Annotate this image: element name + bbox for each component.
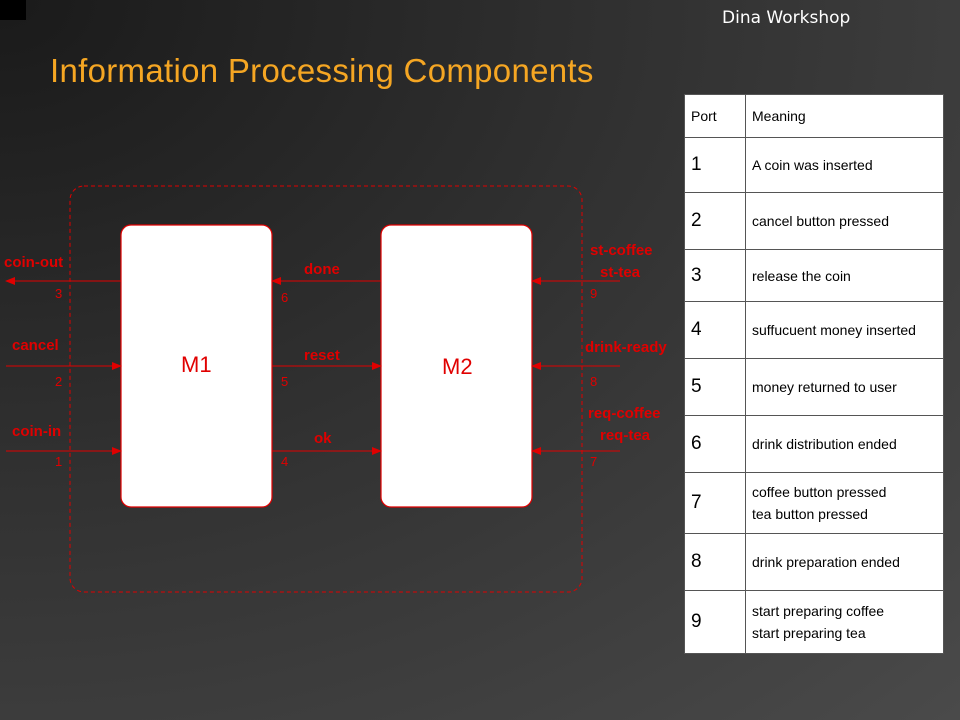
meaning-cell: start preparing coffee start preparing t… (745, 590, 944, 654)
req-coffee-label: req-coffee (588, 405, 661, 422)
done-number: 6 (281, 290, 288, 305)
port-number-cell: 6 (684, 415, 746, 473)
table-row: 5 money returned to user (684, 358, 944, 416)
port-number-cell: 4 (684, 301, 746, 359)
coin-out-label: coin-out (4, 254, 63, 271)
cancel-number: 2 (55, 374, 62, 389)
coin-in-label: coin-in (12, 423, 61, 440)
meaning-cell: release the coin (745, 249, 944, 302)
meaning-cell: drink distribution ended (745, 415, 944, 473)
table-header-row: Port Meaning (684, 94, 944, 138)
meaning-cell: cancel button pressed (745, 192, 944, 250)
system-boundary (69, 185, 583, 593)
meaning-line: tea button pressed (752, 506, 868, 522)
done-label: done (304, 261, 340, 278)
meaning-line: A coin was inserted (752, 157, 873, 173)
meaning-line: drink distribution ended (752, 436, 897, 452)
req-coffee-number: 7 (590, 454, 597, 469)
table-row: 8 drink preparation ended (684, 533, 944, 591)
table-row: 6 drink distribution ended (684, 415, 944, 473)
module-m2-label: M2 (442, 354, 473, 379)
meaning-cell: suffucuent money inserted (745, 301, 944, 359)
meaning-line: release the coin (752, 267, 851, 284)
workshop-label: Dina Workshop (722, 8, 851, 28)
port-number-cell: 8 (684, 533, 746, 591)
st-tea-label: st-tea (600, 264, 641, 281)
port-number-cell: 5 (684, 358, 746, 416)
table-row: 4 suffucuent money inserted (684, 301, 944, 359)
coin-in-number: 1 (55, 454, 62, 469)
drink-ready-number: 8 (590, 374, 597, 389)
ok-label: ok (314, 430, 332, 447)
st-coffee-number: 9 (590, 286, 597, 301)
table-row: 3 release the coin (684, 249, 944, 302)
table-row: 1 A coin was inserted (684, 137, 944, 193)
port-number-cell: 1 (684, 137, 746, 193)
meaning-line: drink preparation ended (752, 554, 900, 570)
module-m1-label: M1 (181, 352, 212, 377)
meaning-line: coffee button pressed (752, 484, 887, 500)
meaning-cell: money returned to user (745, 358, 944, 416)
req-tea-label: req-tea (600, 427, 651, 444)
table-row: 2 cancel button pressed (684, 192, 944, 250)
slide-title: Information Processing Components (50, 52, 594, 89)
meaning-cell: drink preparation ended (745, 533, 944, 591)
meaning-cell: coffee button pressed tea button pressed (745, 472, 944, 534)
port-number-cell: 2 (684, 192, 746, 250)
port-number-cell: 7 (684, 472, 746, 534)
table-row: 7 coffee button pressed tea button press… (684, 472, 944, 534)
meaning-cell: A coin was inserted (745, 137, 944, 193)
meaning-line: start preparing coffee (752, 603, 885, 619)
reset-number: 5 (281, 374, 288, 389)
port-column-header: Port (684, 94, 746, 138)
meaning-line: start preparing tea (752, 625, 866, 641)
cancel-label: cancel (12, 337, 59, 354)
meaning-line: money returned to user (752, 379, 897, 395)
table-row: 9 start preparing coffee start preparing… (684, 590, 944, 654)
meaning-column-header: Meaning (745, 94, 944, 138)
meaning-line: cancel button pressed (752, 213, 889, 229)
port-meaning-table: Port Meaning 1 A coin was inserted 2 can… (684, 94, 944, 654)
st-coffee-label: st-coffee (590, 242, 653, 259)
port-number-cell: 9 (684, 590, 746, 654)
corner-block (0, 0, 26, 20)
coin-out-number: 3 (55, 286, 62, 301)
reset-label: reset (304, 347, 340, 364)
port-number-cell: 3 (684, 249, 746, 302)
drink-ready-label: drink-ready (585, 339, 667, 356)
component-diagram: M1 M2 coin-out 3 cancel 2 coin-in 1 done… (4, 185, 667, 593)
ok-number: 4 (281, 454, 288, 469)
meaning-line: suffucuent money inserted (752, 322, 916, 338)
